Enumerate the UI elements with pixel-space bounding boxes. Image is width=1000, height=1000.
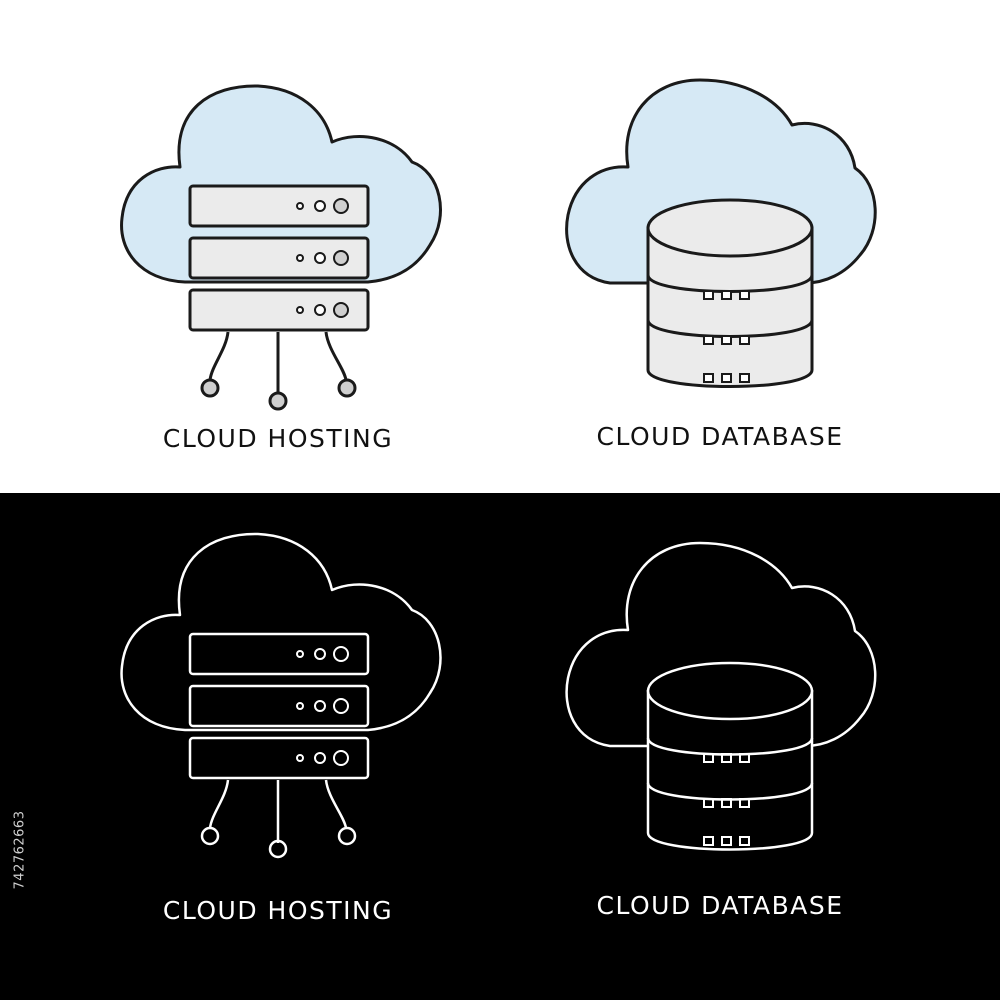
cloud-database-caption: CLOUD DATABASE (596, 891, 844, 920)
cloud-database-icon (565, 541, 877, 851)
network-nodes (200, 378, 357, 411)
database-indicator-lights (703, 290, 750, 383)
database-indicator-lights (703, 753, 750, 846)
cloud-hosting-caption: CLOUD HOSTING (162, 896, 394, 925)
network-connectors (208, 779, 348, 843)
server-unit (188, 184, 370, 332)
cloud-database-caption: CLOUD DATABASE (596, 422, 844, 451)
stock-id-text: 742762663 (12, 810, 28, 890)
cloud-hosting-icon (120, 84, 442, 411)
cloud-database-icon (565, 78, 877, 388)
network-nodes (200, 826, 357, 859)
server-unit (188, 632, 370, 780)
dark-panel: CLOUD HOSTING CLOUD DATABASE (0, 493, 1000, 1000)
stock-id: 742762663 (0, 760, 40, 940)
cloud-hosting-icon (120, 532, 442, 859)
server-indicator-lights (296, 198, 349, 318)
network-connectors (208, 331, 348, 395)
cloud-shape (120, 84, 442, 284)
cloud-hosting-caption: CLOUD HOSTING (162, 424, 394, 453)
database-cylinder (646, 661, 814, 851)
cloud-shape (120, 532, 442, 732)
light-panel: CLOUD HOSTING CLOUD DATABASE (0, 0, 1000, 493)
server-indicator-lights (296, 646, 349, 766)
